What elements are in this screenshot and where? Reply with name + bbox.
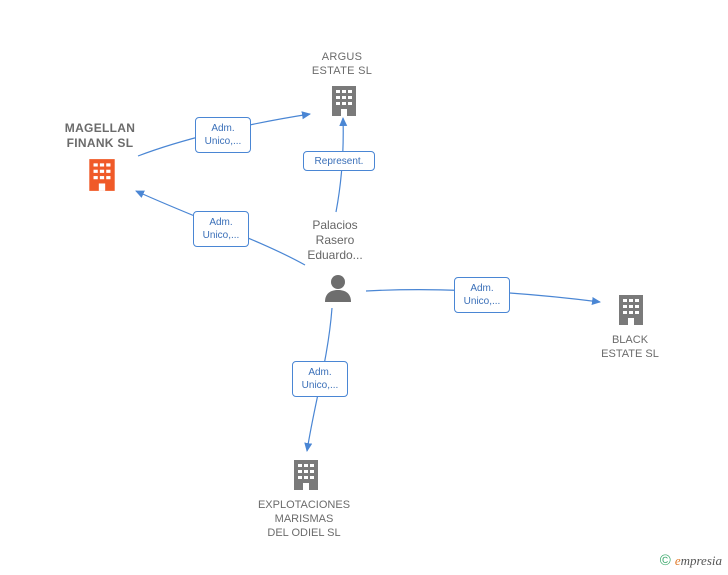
edge-label-line: Represent.: [314, 156, 364, 167]
edge-label-line: Unico,...: [202, 230, 240, 241]
node-label-argus[interactable]: ARGUS ESTATE SL: [302, 50, 382, 78]
node-label-line: BLACK: [611, 334, 649, 346]
person-icon[interactable]: [323, 273, 353, 303]
node-label-line: FINANK SL: [66, 136, 134, 150]
node-label-black[interactable]: BLACK ESTATE SL: [590, 333, 670, 361]
brand-initial: e: [674, 553, 681, 568]
edge-label-person-magellan[interactable]: Adm. Unico,...: [193, 211, 249, 247]
brand-name: mpresia: [680, 553, 722, 568]
edge-label-person-explotaciones[interactable]: Adm. Unico,...: [292, 361, 348, 397]
node-label-line: Rasero: [315, 233, 355, 247]
node-label-line: MAGELLAN: [64, 121, 136, 135]
building-icon-argus[interactable]: [330, 84, 358, 118]
brand-logo[interactable]: empresia: [675, 553, 722, 568]
node-label-magellan[interactable]: MAGELLAN FINANK SL: [50, 121, 150, 151]
building-icon-magellan[interactable]: [87, 157, 117, 193]
building-icon-black[interactable]: [617, 293, 645, 327]
node-label-line: DEL ODIEL SL: [267, 527, 341, 539]
edge-label-line: Unico,...: [204, 136, 242, 147]
node-label-explotaciones[interactable]: EXPLOTACIONES MARISMAS DEL ODIEL SL: [244, 498, 364, 540]
edge-label-line: Adm.: [308, 367, 332, 378]
edge-label-line: Unico,...: [301, 380, 339, 391]
node-label-person[interactable]: Palacios Rasero Eduardo...: [290, 218, 380, 263]
node-label-line: Eduardo...: [307, 248, 363, 262]
node-label-line: MARISMAS: [274, 513, 334, 525]
node-label-line: ARGUS: [321, 51, 363, 63]
edge-label-line: Unico,...: [463, 296, 501, 307]
edge-label-person-black[interactable]: Adm. Unico,...: [454, 277, 510, 313]
copyright-icon: ©: [659, 552, 671, 569]
node-label-line: ESTATE SL: [601, 348, 659, 360]
node-label-line: ESTATE SL: [311, 65, 373, 77]
edge-label-magellan-argus[interactable]: Adm. Unico,...: [195, 117, 251, 153]
building-icon-explotaciones[interactable]: [292, 458, 320, 492]
node-label-line: Palacios: [312, 218, 358, 232]
node-label-line: EXPLOTACIONES: [257, 499, 351, 511]
edge-label-line: Adm.: [211, 123, 235, 134]
copyright-notice: ©empresia: [660, 552, 722, 569]
edge-label-person-argus[interactable]: Represent.: [303, 151, 375, 171]
edge-label-line: Adm.: [209, 217, 233, 228]
edge-label-line: Adm.: [470, 283, 494, 294]
